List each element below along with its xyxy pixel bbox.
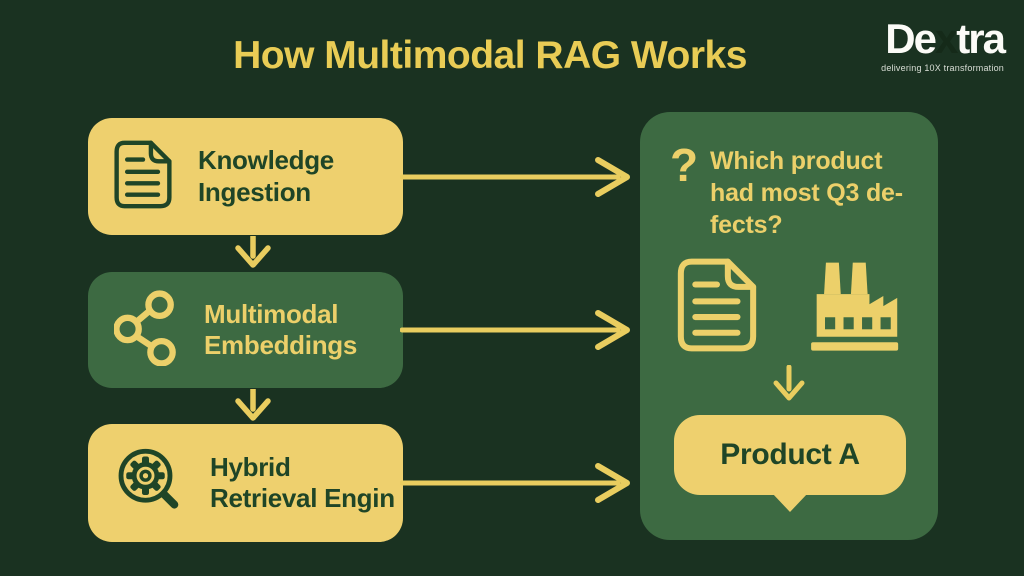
logo-part-tra: tra: [956, 15, 1006, 62]
step-knowledge-ingestion: Knowledge Ingestion: [88, 118, 403, 235]
dextra-logo: Dextra delivering 10X transformation: [881, 15, 1006, 74]
arrow-step1-to-panel: [399, 155, 640, 204]
page-title: How Multimodal RAG Works: [233, 34, 747, 77]
answer-bubble-tail: [772, 493, 808, 518]
arrow-step3-to-panel: [399, 461, 640, 510]
arrow-step2-to-panel: [399, 308, 640, 357]
step-label: Hybrid Retrieval Engin: [210, 451, 395, 513]
document-icon: [114, 138, 172, 216]
step-label: Knowledge Ingestion: [198, 145, 334, 207]
step-multimodal-embeddings: Multimodal Embeddings: [88, 272, 403, 388]
logo-part-x: x: [934, 15, 958, 62]
document-icon: [676, 258, 758, 357]
logo-tagline: delivering 10X transformation: [881, 63, 1004, 74]
factory-icon: [800, 262, 900, 359]
result-panel: ? Which product had most Q3 de- fects?: [640, 112, 938, 540]
arrow-step2-to-step3: [231, 386, 275, 428]
search-gear-icon: [114, 445, 184, 522]
step-label: Multimodal Embeddings: [204, 298, 358, 360]
logo-wordmark: Dextra: [881, 15, 1006, 62]
answer-bubble: Product A: [674, 415, 906, 495]
logo-part-de: De: [885, 15, 937, 62]
answer-label: Product A: [720, 438, 860, 471]
arrow-icons-to-answer: [769, 364, 809, 410]
arrow-step1-to-step2: [231, 233, 275, 275]
question-mark-icon: ?: [670, 139, 699, 191]
step-hybrid-retrieval: Hybrid Retrieval Engin: [88, 424, 403, 542]
share-icon: [113, 289, 178, 371]
question-text: Which product had most Q3 de- fects?: [710, 147, 903, 239]
